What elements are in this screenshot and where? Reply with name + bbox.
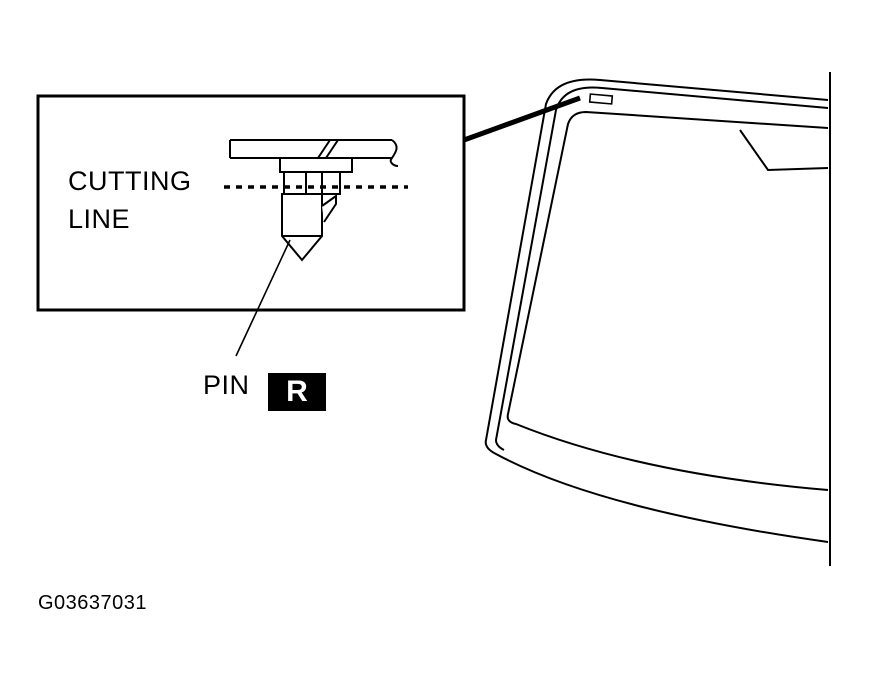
inset-leader-line <box>463 95 581 143</box>
cutting-line-label-2: LINE <box>68 204 131 234</box>
pin-leader-line <box>235 239 291 357</box>
windshield-outline <box>484 72 831 566</box>
pin-label: PIN <box>203 370 250 400</box>
pin-shaft <box>281 193 337 262</box>
molding-strip <box>229 139 399 167</box>
detail-inset-box <box>36 94 466 312</box>
cutting-line-label: CUTTING <box>68 166 192 196</box>
replace-badge: R <box>268 373 326 411</box>
figure-id: G03637031 <box>38 592 148 614</box>
clip-location-marker <box>588 93 614 105</box>
